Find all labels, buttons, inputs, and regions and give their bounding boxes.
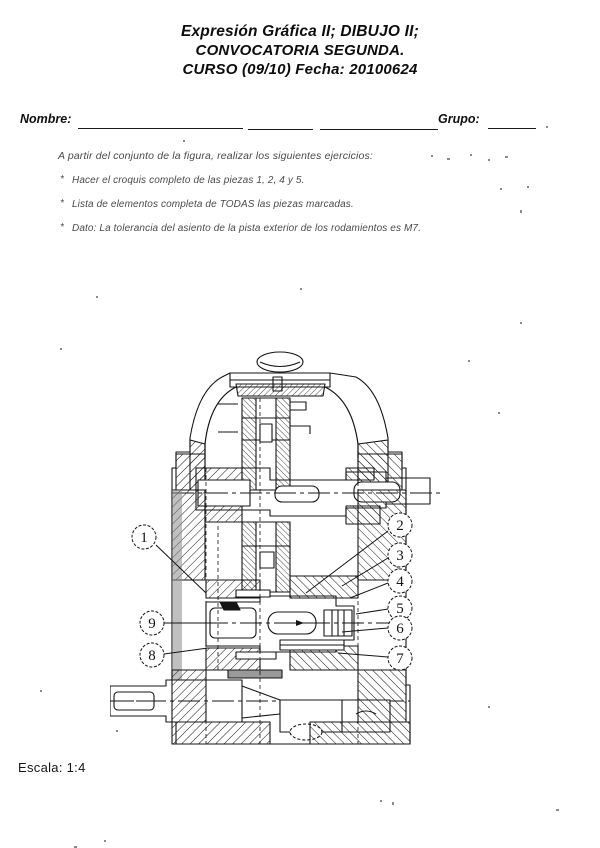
balloon-3-label: 3: [396, 548, 404, 564]
bullet-marker-icon: *: [60, 198, 65, 209]
assembly-drawing: 1 2 3 4 5: [110, 340, 480, 750]
balloon-8-label: 8: [148, 648, 156, 664]
task-item-3: * Dato: La tolerancia del asiento de la …: [58, 222, 558, 234]
balloon-5-label: 5: [396, 601, 404, 617]
task-item-2: * Lista de elementos completa de TODAS l…: [58, 198, 558, 210]
sectional-assembly-svg: 1 2 3 4 5: [110, 351, 440, 745]
top-cap-knob: [256, 351, 304, 373]
leader-6: [341, 627, 389, 633]
name-label: Nombre:: [20, 112, 72, 126]
task-item-1: * Hacer el croquis completo de las pieza…: [58, 174, 558, 186]
balloon-7-label: 7: [396, 651, 404, 667]
task-1-text: Hacer el croquis completo de las piezas …: [72, 175, 305, 186]
title-line-3: CURSO (09/10) Fecha: 20100624: [182, 61, 418, 78]
housing-base-left: [171, 721, 271, 745]
name-input-rule-segment-3[interactable]: [320, 129, 438, 130]
leader-5: [355, 608, 389, 615]
leader-7: [337, 652, 389, 658]
balloon-8: 8: [139, 642, 165, 668]
balloon-callouts: 1 2 3 4 5: [131, 512, 413, 671]
bullet-marker-icon: *: [60, 174, 65, 185]
identity-row: Nombre: Grupo:: [20, 112, 582, 132]
balloon-7: 7: [387, 645, 413, 671]
balloon-2: 2: [387, 512, 413, 538]
name-input-rule-segment-2[interactable]: [248, 129, 313, 130]
balloon-1: 1: [131, 524, 157, 550]
instructions-intro: A partir del conjunto de la figura, real…: [58, 150, 373, 162]
group-input-rule[interactable]: [488, 128, 536, 129]
housing-outline: [171, 372, 411, 745]
bullet-marker-icon: *: [60, 222, 65, 233]
balloon-4: 4: [387, 568, 413, 594]
balloon-2-label: 2: [396, 518, 404, 534]
balloon-4-label: 4: [396, 574, 404, 590]
balloon-3: 3: [387, 542, 413, 568]
task-3-text: Dato: La tolerancia del asiento de la pi…: [72, 223, 421, 234]
instructions-block: A partir del conjunto de la figura, real…: [58, 150, 558, 247]
title-line-1: Expresión Gráfica II; DIBUJO II;: [180, 23, 420, 40]
balloon-6-label: 6: [396, 621, 404, 637]
name-input-rule[interactable]: [78, 128, 243, 129]
balloon-1-label: 1: [140, 530, 148, 546]
leader-3: [341, 557, 389, 587]
balloon-9-label: 9: [148, 616, 156, 632]
leader-8: [163, 647, 209, 655]
page-title: Expresión Gráfica II; DIBUJO II; CONVOCA…: [0, 22, 600, 79]
balloon-9: 9: [139, 610, 165, 636]
task-2-text: Lista de elementos completa de TODAS las…: [72, 199, 354, 210]
leader-1: [155, 544, 207, 594]
balloon-6: 6: [387, 615, 413, 641]
scale-note: Escala: 1:4: [18, 760, 86, 775]
leader-2: [305, 530, 389, 594]
housing-base-right: [309, 721, 411, 745]
leader-4: [349, 582, 389, 599]
title-line-2: CONVOCATORIA SEGUNDA.: [195, 42, 405, 59]
group-label: Grupo:: [438, 112, 480, 126]
